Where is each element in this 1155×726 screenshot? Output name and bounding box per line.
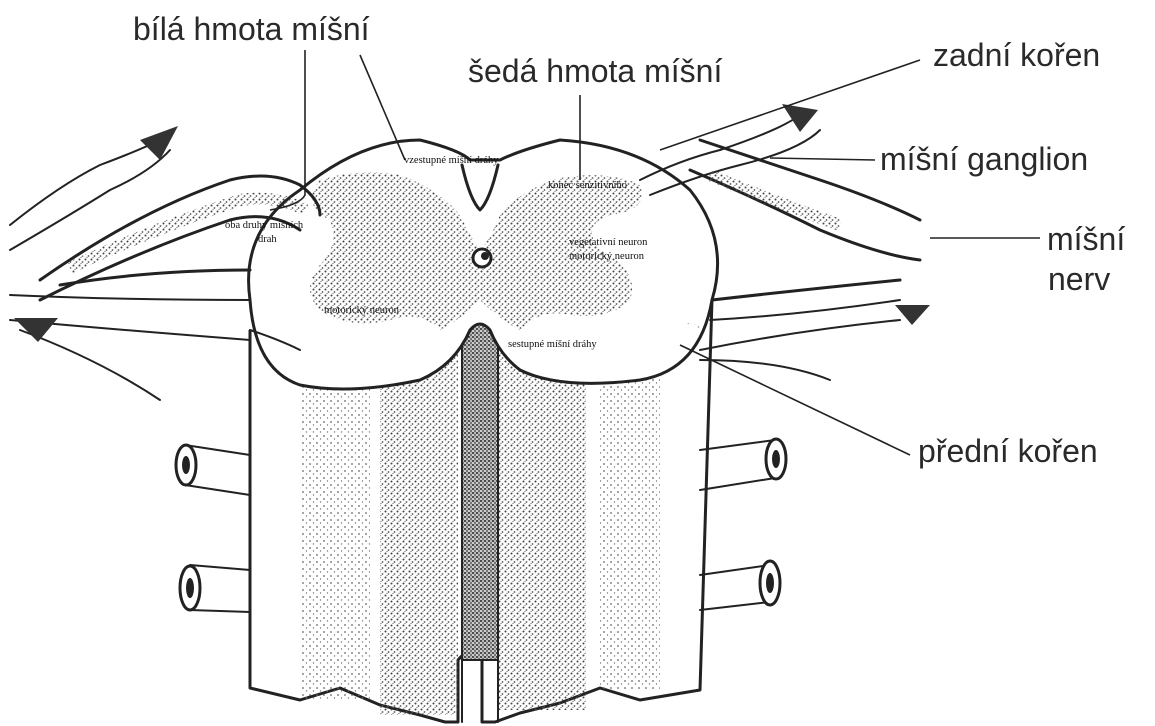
label-bila-hmota: bílá hmota míšní (133, 11, 370, 47)
label-seda-hmota: šedá hmota míšní (468, 53, 722, 89)
leader-ganglion (770, 158, 875, 160)
annotation-motoricky-left: motorický neuron (324, 305, 400, 316)
annotation-oba-druhy-1: oba druhy míšních (225, 220, 304, 231)
right-column-stipple (600, 370, 660, 690)
annotation-oba-druhy-2: drah (258, 234, 277, 245)
label-misni-nerv-1: míšní (1047, 221, 1125, 257)
left-rootlets (176, 445, 250, 612)
leader-predni-koren (680, 345, 910, 455)
annotation-motoricky-right: motorický neuron (569, 251, 645, 262)
left-inner-stipple (380, 340, 458, 715)
right-rootlets (700, 439, 786, 610)
left-upper-arrow-line (10, 140, 160, 225)
ventral-fissure (462, 310, 498, 660)
left-column-stipple (300, 370, 370, 700)
right-inner-stipple (498, 340, 586, 710)
label-misni-ganglion: míšní ganglion (880, 141, 1088, 177)
label-misni-nerv-2: nerv (1048, 261, 1110, 297)
annotation-vegetativni: vegetativní neuron (569, 237, 648, 248)
right-lower-arrowhead (895, 305, 930, 325)
label-predni-koren: přední kořen (918, 433, 1098, 469)
right-upper-arrowhead (782, 104, 818, 132)
annotation-vzestupne: vzestupné míšní dráhy (404, 155, 499, 166)
label-zadni-koren: zadní kořen (933, 37, 1100, 73)
annotation-sestupne: sestupné míšní dráhy (508, 339, 597, 350)
left-lower-arrow-line (20, 330, 160, 400)
annotation-konec-senzitivniho: konec senzitivního (548, 180, 627, 191)
left-upper-arrowhead (140, 126, 178, 160)
